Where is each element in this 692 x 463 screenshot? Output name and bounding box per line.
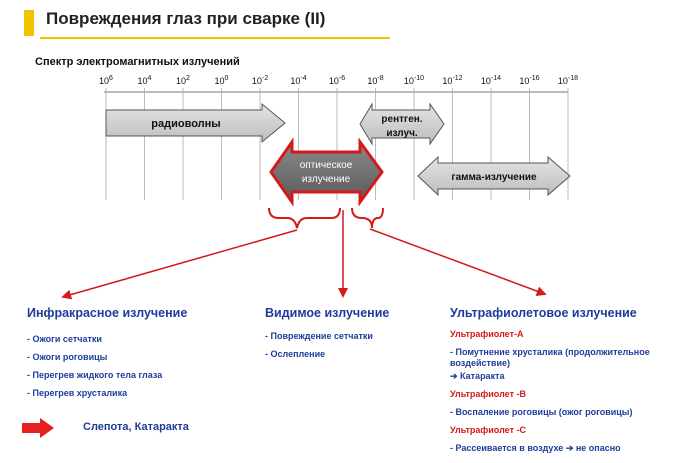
optical-label-line2: излучение: [302, 174, 351, 185]
radio-wave-label: радиоволны: [151, 118, 220, 130]
gamma-label: гамма-излучение: [451, 172, 537, 183]
visible-heading: Видимое излучение: [265, 306, 390, 320]
radio-wave-arrow: [105, 102, 286, 144]
uv-b-label: Ультрафиолет -В: [450, 389, 526, 399]
tick-label: 10-8: [367, 75, 384, 86]
visible-item-1: - Повреждение сетчатки: [265, 331, 373, 341]
uv-brace: [351, 207, 384, 229]
uv-heading: Ультрафиолетовое излучение: [450, 306, 637, 320]
tick-label: 10-18: [557, 75, 579, 86]
infrared-brace: [268, 207, 341, 229]
uv-c-label: Ультрафиолет -С: [450, 425, 526, 435]
tick-label: 10-16: [519, 75, 540, 86]
tick-label: 10-10: [403, 75, 425, 86]
tick-label: 10-14: [480, 75, 502, 86]
xray-label-line1: рентген.: [381, 114, 422, 125]
infrared-item-4: - Перегрев хрусталика: [27, 388, 128, 398]
infrared-pointer-arrow: [61, 229, 298, 300]
tick-label: 10-4: [290, 75, 307, 86]
optical-arrow: [269, 137, 384, 207]
uv-pointer-arrow: [369, 228, 547, 296]
tick-label: 102: [176, 75, 190, 86]
xray-label-line2: излуч.: [386, 128, 418, 139]
uv-a-item: - Помутнение хрусталика (продолжительное…: [450, 347, 650, 368]
tick-label: 106: [99, 75, 113, 86]
gamma-arrow: [417, 155, 571, 197]
optical-label-line1: оптическое: [300, 160, 353, 171]
uv-c-item: - Рассеивается в воздухе ➔ не опасно: [450, 443, 621, 453]
spectrum-label: Спектр электромагнитных излучений: [35, 56, 240, 68]
result-arrow-icon: [22, 418, 54, 438]
tick-label: 10-6: [328, 75, 346, 86]
tick-label: 10-2: [251, 75, 269, 86]
result-text: Слепота, Катаракта: [83, 421, 189, 433]
tick-label: 100: [214, 75, 229, 86]
title-accent-bar: [24, 10, 34, 36]
uv-a-result: ➔ Катаракта: [450, 371, 505, 381]
visible-item-2: - Ослепление: [265, 349, 326, 359]
title-underline: [40, 37, 390, 39]
xray-arrow: [359, 102, 445, 146]
infrared-item-3: - Перегрев жидкого тела глаза: [27, 370, 163, 380]
infrared-item-2: - Ожоги роговицы: [27, 352, 108, 362]
infrared-heading: Инфракрасное излучение: [27, 306, 188, 320]
uv-a-label: Ультрафиолет-А: [450, 329, 524, 339]
tick-label: 104: [137, 75, 152, 86]
page-title: Повреждения глаз при сварке (II): [46, 9, 326, 28]
uv-b-item: - Воспаление роговицы (ожог роговицы): [450, 407, 633, 417]
infrared-item-1: - Ожоги сетчатки: [27, 334, 102, 344]
tick-label: 10-12: [442, 75, 463, 86]
